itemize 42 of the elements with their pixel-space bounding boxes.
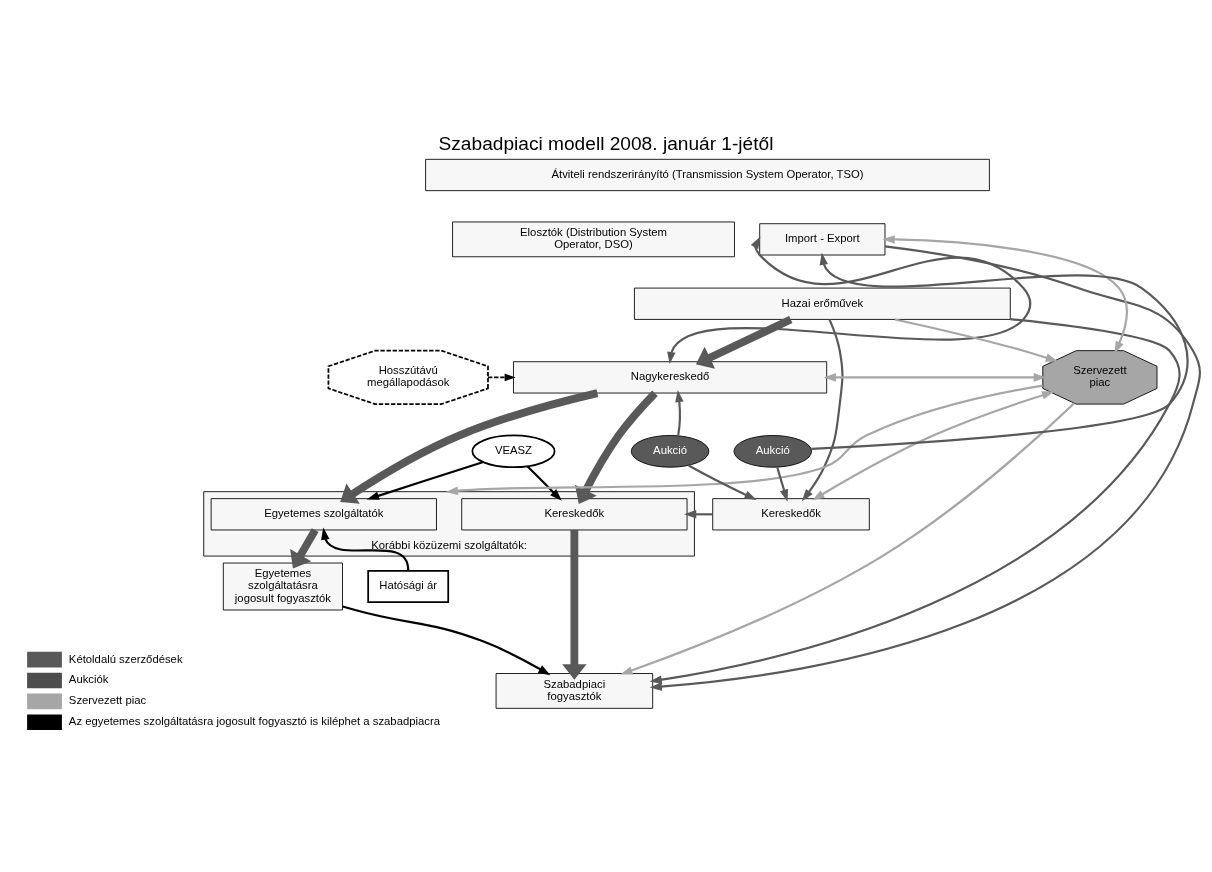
- legend-label: Szervezett piac: [68, 694, 147, 707]
- arrow: [340, 389, 599, 504]
- node-box: Átviteli rendszerirányító (Transmission System Operator, TSO): [425, 158, 990, 192]
- legend-label: Aukciók: [68, 673, 109, 686]
- node-box: Egyetemes szolgáltatásra jogosult fogyasztók: [222, 562, 343, 611]
- arrow: [574, 390, 658, 505]
- arrow: [290, 528, 319, 569]
- arrow: [620, 402, 1075, 675]
- node-box: Szabadpiaci fogyasztók: [495, 673, 654, 709]
- arrow: [894, 318, 1058, 362]
- arrow: [812, 391, 1055, 501]
- node-box: Kereskedők: [712, 498, 870, 531]
- arrow: [688, 464, 757, 500]
- arrow: [487, 373, 516, 382]
- arrow: [695, 315, 793, 369]
- node-box: Elosztók (Distribution System Operator, DSO): [452, 221, 735, 258]
- arrow: [801, 319, 844, 502]
- node-ellipse: Aukció: [733, 435, 812, 468]
- node-box: Hatósági ár: [367, 570, 450, 604]
- node-box: Import - Export: [759, 223, 886, 256]
- arrow: [321, 527, 410, 571]
- arrow: [823, 373, 1046, 382]
- node-box: Egyetemes szolgáltatók: [210, 498, 437, 531]
- arrow: [675, 389, 684, 436]
- node-box: Hazai erőművek: [633, 287, 1011, 320]
- legend-label: Kétoldalú szerződések: [68, 652, 183, 665]
- arrow: [882, 235, 1128, 354]
- arrow: [526, 465, 562, 501]
- node-box: Nagykereskedő: [513, 361, 828, 394]
- arrow: [649, 245, 1201, 691]
- arrow: [366, 461, 483, 500]
- node-box: Kereskedők: [461, 498, 688, 531]
- arrow: [445, 384, 1043, 495]
- arrow: [811, 252, 1189, 450]
- arrow: [342, 605, 551, 676]
- arrow: [667, 236, 1032, 365]
- node-ellipse: Aukció: [630, 435, 710, 468]
- diagram-title: Szabadpiaci modell 2008. január 1-jétől: [438, 133, 774, 155]
- arrow: [776, 467, 789, 502]
- legend-label: Az egyetemes szolgáltatásra jogosult fogyasztó is kiléphet a szabadpiacra: [68, 715, 440, 728]
- arrow: [649, 317, 1181, 684]
- node-ellipse: VEASZ: [471, 434, 556, 469]
